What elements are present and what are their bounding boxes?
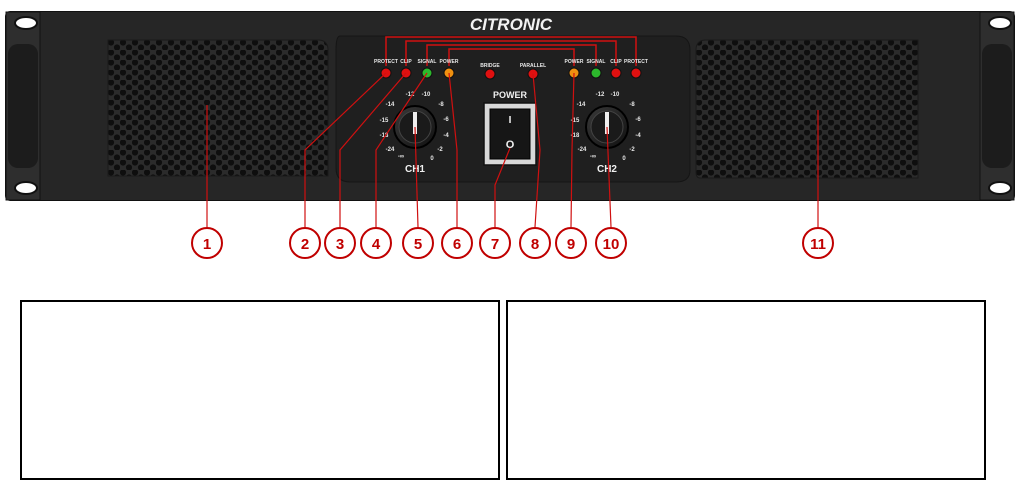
- scale-mark: -24: [578, 147, 587, 153]
- scale-mark: -12: [596, 92, 605, 98]
- scale-mark: -14: [577, 102, 586, 108]
- led-protect-ch2: [630, 67, 642, 79]
- scale-mark: -∞: [398, 154, 404, 160]
- callout-6: 6: [441, 227, 473, 259]
- mount-hole-icon: [988, 181, 1012, 195]
- knob-pointer-icon: [413, 112, 417, 134]
- switch-off-mark: O: [506, 139, 515, 151]
- switch-on-mark: I: [509, 115, 512, 126]
- led-link-lines: [385, 36, 637, 66]
- label-signal-ch2: SIGNAL: [587, 59, 606, 65]
- svg-text:5: 5: [414, 236, 422, 253]
- rack-ear-left: [5, 11, 41, 201]
- svg-text:10: 10: [603, 236, 620, 253]
- svg-text:6: 6: [453, 236, 461, 253]
- scale-mark: -8: [438, 102, 444, 108]
- brand-logo: CITRONIC: [470, 15, 553, 34]
- label-ch1: CH1: [405, 164, 425, 175]
- scale-mark: -6: [443, 117, 449, 123]
- scale-mark: -18: [571, 133, 580, 139]
- label-protect-ch1: PROTECT: [374, 59, 398, 65]
- mount-hole-icon: [988, 16, 1012, 30]
- scale-mark: 0: [622, 156, 626, 162]
- description-box-left: [20, 300, 500, 480]
- svg-text:1: 1: [203, 236, 211, 253]
- callout-2: 2: [289, 227, 321, 259]
- mount-hole-icon: [14, 181, 38, 195]
- label-power-ch2: POWER: [565, 59, 584, 65]
- handle-right: [982, 44, 1012, 168]
- callout-3: 3: [324, 227, 356, 259]
- svg-text:11: 11: [810, 236, 826, 253]
- svg-text:9: 9: [567, 236, 575, 253]
- callout-9: 9: [555, 227, 587, 259]
- svg-text:3: 3: [336, 236, 344, 253]
- callouts: 1 2 3 4 5 6 7 8 9 10 11: [191, 227, 834, 259]
- scale-mark: -4: [443, 133, 449, 139]
- callout-7: 7: [479, 227, 511, 259]
- scale-mark: -24: [386, 147, 395, 153]
- label-power-ch1: POWER: [440, 59, 459, 65]
- scale-mark: -14: [386, 102, 395, 108]
- vent-grille-right: [695, 39, 919, 179]
- led-bridge: [484, 68, 496, 80]
- label-power-switch: POWER: [493, 90, 528, 100]
- scale-mark: -18: [380, 133, 389, 139]
- amplifier-front-panel-diagram: CITRONIC PROTECT CLIP SIGNAL POWER BRIDG…: [5, 11, 1015, 259]
- svg-text:8: 8: [531, 236, 539, 253]
- label-protect-ch2: PROTECT: [624, 59, 648, 65]
- scale-mark: -15: [571, 118, 580, 124]
- label-parallel: PARALLEL: [520, 63, 546, 69]
- scale-mark: -10: [422, 92, 431, 98]
- mount-hole-icon: [14, 16, 38, 30]
- callout-4: 4: [360, 227, 392, 259]
- description-box-right: [506, 300, 986, 480]
- handle-left: [8, 44, 38, 168]
- scale-mark: -6: [635, 117, 641, 123]
- label-bridge: BRIDGE: [480, 63, 500, 69]
- led-clip-ch2: [610, 67, 622, 79]
- scale-mark: 0: [430, 156, 434, 162]
- scale-mark: -2: [629, 147, 635, 153]
- scale-mark: -4: [635, 133, 641, 139]
- vent-grille-left: [107, 39, 329, 177]
- callout-1: 1: [191, 227, 223, 259]
- svg-text:2: 2: [301, 236, 309, 253]
- svg-text:4: 4: [372, 236, 381, 253]
- label-ch2: CH2: [597, 164, 617, 175]
- label-clip-ch1: CLIP: [400, 59, 412, 65]
- leader-lines: [206, 72, 819, 228]
- label-clip-ch2: CLIP: [610, 59, 622, 65]
- scale-mark: -15: [380, 118, 389, 124]
- knob-pointer-icon: [605, 112, 609, 134]
- callout-11: 11: [802, 227, 834, 259]
- scale-mark: -12: [406, 92, 415, 98]
- scale-mark: -10: [611, 92, 620, 98]
- svg-text:7: 7: [491, 236, 499, 253]
- rack-ear-right: [979, 11, 1015, 201]
- callout-5: 5: [402, 227, 434, 259]
- callout-8: 8: [519, 227, 551, 259]
- led-signal-ch2: [590, 67, 602, 79]
- scale-mark: -8: [629, 102, 635, 108]
- callout-10: 10: [595, 227, 627, 259]
- scale-mark: -∞: [590, 154, 596, 160]
- scale-mark: -2: [437, 147, 443, 153]
- label-signal-ch1: SIGNAL: [418, 59, 437, 65]
- power-switch[interactable]: I O: [483, 102, 537, 166]
